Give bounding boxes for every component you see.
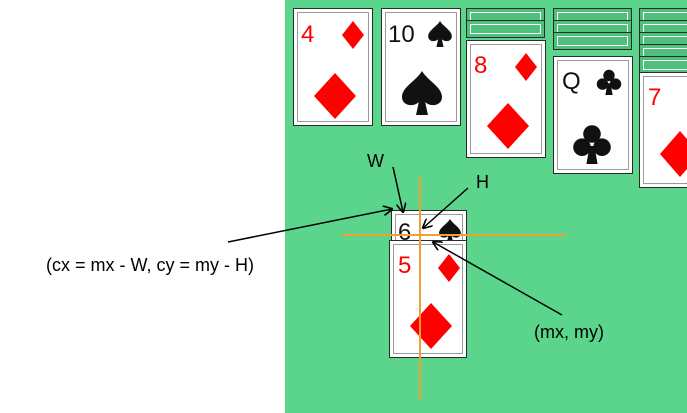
card-column-2[interactable]: 10: [381, 8, 461, 126]
club-icon: [573, 125, 611, 164]
label-formula: (cx = mx - W, cy = my - H): [46, 255, 254, 275]
label-w: W: [367, 151, 384, 171]
diamond-icon: [438, 254, 460, 282]
facedown-card: [639, 56, 687, 74]
spade-icon: [402, 71, 442, 115]
facedown-card: [553, 32, 632, 50]
diamond-icon: [660, 131, 687, 177]
card-rank: 8: [474, 52, 488, 79]
card-column-3[interactable]: 8: [466, 40, 546, 158]
diamond-icon: [342, 21, 364, 49]
spade-icon: [439, 219, 461, 243]
card-column-1[interactable]: 4: [293, 8, 373, 126]
club-icon: [596, 69, 622, 95]
card-column-4[interactable]: Q: [553, 56, 633, 174]
arrow-h: [423, 187, 469, 228]
card-rank: Q: [562, 68, 581, 95]
arrow-formula: [227, 209, 392, 243]
arrow-w: [392, 166, 403, 212]
facedown-card: [466, 20, 545, 38]
card-rank: 7: [648, 84, 662, 111]
spade-icon: [428, 21, 452, 47]
diamond-icon: [487, 103, 529, 149]
label-h: H: [476, 172, 489, 192]
diamond-icon: [314, 73, 356, 119]
card-rank: 5: [398, 252, 412, 279]
card-rank: 4: [301, 21, 315, 48]
card-rank: 10: [388, 21, 415, 48]
card-rank: 6: [398, 219, 412, 246]
diamond-icon: [515, 53, 537, 81]
card-column-5[interactable]: 7: [639, 72, 687, 188]
arrow-mouse: [433, 242, 563, 316]
label-mouse: (mx, my): [534, 322, 604, 342]
